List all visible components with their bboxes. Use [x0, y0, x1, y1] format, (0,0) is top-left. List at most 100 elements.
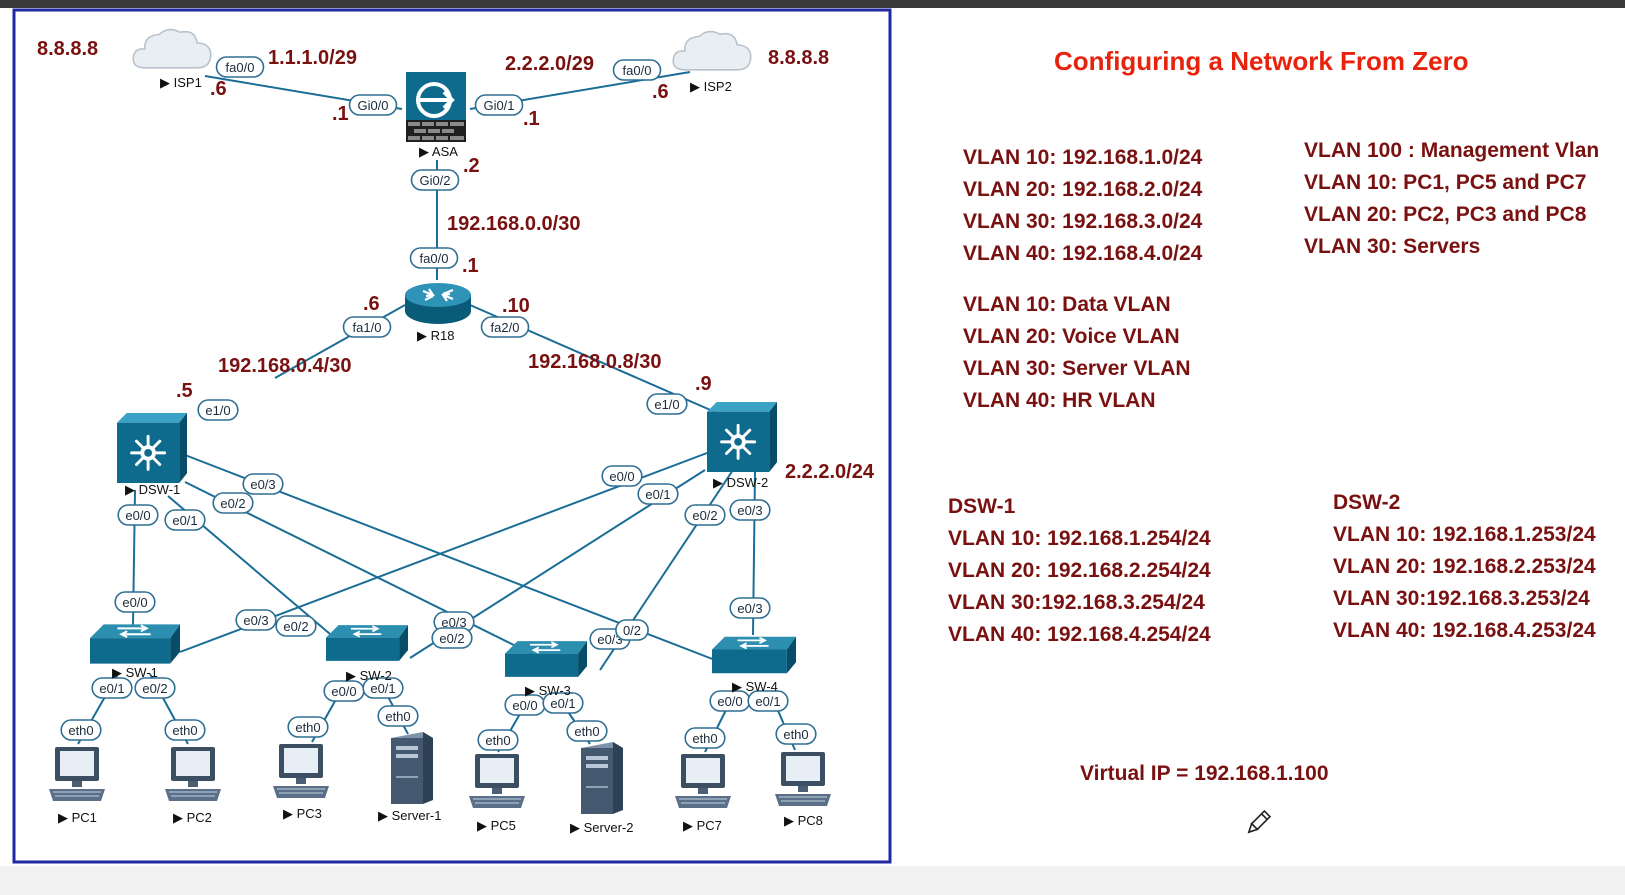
- server2-name: ▶ Server-2: [570, 820, 633, 835]
- vlan-assignment-line: VLAN 100 : Management Vlan: [1304, 139, 1600, 162]
- svg-text:e0/1: e0/1: [370, 681, 395, 696]
- pc1-name: ▶ PC1: [58, 810, 97, 825]
- asa-gi00-host-label: .1: [332, 103, 349, 125]
- vlan-assignment-line: VLAN 10: PC1, PC5 and PC7: [1304, 171, 1587, 194]
- pc5-icon[interactable]: [468, 753, 526, 809]
- port-label-asa-gi02: Gi0/2: [410, 169, 460, 191]
- r18-dsw2-subnet: 192.168.0.8/30: [528, 351, 661, 373]
- port-label-sw4-e02: 0/2: [615, 619, 649, 641]
- pc2-icon[interactable]: [164, 746, 222, 802]
- svg-text:e1/0: e1/0: [654, 397, 679, 412]
- svg-text:eth0: eth0: [385, 709, 410, 724]
- asa-r18-subnet: 192.168.0.0/30: [447, 213, 580, 235]
- port-label-dsw1-e01: e0/1: [164, 509, 206, 531]
- svg-text:e0/2: e0/2: [142, 681, 167, 696]
- port-label-sw1-e02: e0/2: [134, 677, 176, 699]
- sw2-switch-icon[interactable]: [326, 624, 408, 662]
- port-label-dsw1-e00: e0/0: [117, 504, 159, 526]
- port-label-r18-fa10: fa1/0: [342, 316, 392, 338]
- port-label-sw3-e02: e0/2: [431, 627, 473, 649]
- sw1-switch-icon[interactable]: [90, 623, 180, 665]
- pc2-name: ▶ PC2: [173, 810, 212, 825]
- dsw1-name: ▶ DSW-1: [125, 482, 180, 497]
- sw3-name: ▶ SW-3: [525, 683, 571, 698]
- r18-router-icon[interactable]: [403, 281, 473, 325]
- port-label-dsw1-e02: e0/2: [212, 492, 254, 514]
- port-label-r18-fa20: fa2/0: [480, 316, 530, 338]
- svg-text:eth0: eth0: [485, 733, 510, 748]
- server2-icon[interactable]: [581, 742, 623, 814]
- port-label-sw4-e00: e0/0: [709, 690, 751, 712]
- svg-text:eth0: eth0: [172, 723, 197, 738]
- dsw2-external-subnet: 2.2.2.0/24: [785, 461, 875, 483]
- r18-fa20-host-label: .10: [502, 295, 530, 317]
- sw4-switch-icon[interactable]: [712, 635, 796, 675]
- port-label-sw1-e01: e0/1: [91, 677, 133, 699]
- isp2-name: ▶ ISP2: [690, 79, 732, 94]
- port-label-sw3-e00: e0/0: [504, 694, 546, 716]
- dsw1-svi-list: DSW-1 VLAN 10: 192.168.1.254/24 VLAN 20:…: [948, 491, 1211, 651]
- vlan-subnet-line: VLAN 20: 192.168.2.0/24: [963, 178, 1203, 201]
- dsw2-multilayer-switch-icon[interactable]: [707, 402, 777, 472]
- svg-text:e0/1: e0/1: [645, 487, 670, 502]
- bottom-bar: [0, 866, 1625, 895]
- isp1-host-label: .6: [210, 78, 227, 100]
- svg-text:e0/1: e0/1: [755, 694, 780, 709]
- r18-fa10-host-label: .6: [363, 293, 380, 315]
- sw2-name: ▶ SW-2: [346, 668, 392, 683]
- port-label-sw1-e03: e0/3: [235, 609, 277, 631]
- dsw1-heading: DSW-1: [948, 495, 1016, 518]
- pc3-icon[interactable]: [272, 743, 330, 799]
- r18-dsw1-subnet: 192.168.0.4/30: [218, 355, 351, 377]
- isp1-name: ▶ ISP1: [160, 75, 202, 90]
- svg-text:e0/3: e0/3: [597, 632, 622, 647]
- edit-cursor-icon: [1247, 809, 1272, 834]
- port-label-sw2-e00: e0/0: [323, 680, 365, 702]
- svg-text:eth0: eth0: [574, 724, 599, 739]
- dsw1-host-label: .5: [176, 380, 193, 402]
- vlan-assignment-list: VLAN 100 : Management Vlan VLAN 10: PC1,…: [1304, 135, 1599, 263]
- dsw2-svi-line: VLAN 20: 192.168.2.253/24: [1333, 555, 1596, 578]
- pc3-name: ▶ PC3: [283, 806, 322, 821]
- svg-text:fa0/0: fa0/0: [420, 251, 449, 266]
- pc8-icon[interactable]: [774, 751, 832, 807]
- svg-text:eth0: eth0: [692, 731, 717, 746]
- dsw1-multilayer-switch-icon[interactable]: [117, 413, 187, 483]
- port-label-pc5-eth: eth0: [477, 729, 519, 751]
- asa-firewall-icon[interactable]: [404, 70, 468, 144]
- dsw1-svi-line: VLAN 40: 192.168.4.254/24: [948, 623, 1211, 646]
- svg-text:fa1/0: fa1/0: [353, 320, 382, 335]
- port-label-dsw1-e10: e1/0: [197, 399, 239, 421]
- dsw1-svi-line: VLAN 20: 192.168.2.254/24: [948, 559, 1211, 582]
- isp1-cloud-icon[interactable]: [132, 28, 212, 69]
- sw3-switch-icon[interactable]: [505, 640, 587, 678]
- pc1-icon[interactable]: [48, 746, 106, 802]
- svg-text:eth0: eth0: [783, 727, 808, 742]
- vlan-name-line: VLAN 40: HR VLAN: [963, 389, 1156, 412]
- svg-text:fa2/0: fa2/0: [491, 320, 520, 335]
- sw1-name: ▶ SW-1: [112, 665, 158, 680]
- port-label-r18-fa00: fa0/0: [409, 247, 459, 269]
- server1-name: ▶ Server-1: [378, 808, 441, 823]
- isp2-dns-label: 8.8.8.8: [768, 47, 829, 69]
- svg-text:e0/1: e0/1: [172, 513, 197, 528]
- vlan-subnets-list: VLAN 10: 192.168.1.0/24 VLAN 20: 192.168…: [963, 142, 1202, 270]
- vlan-subnet-line: VLAN 40: 192.168.4.0/24: [963, 242, 1203, 265]
- port-label-pc1-eth: eth0: [60, 719, 102, 741]
- dsw2-svi-list: DSW-2 VLAN 10: 192.168.1.253/24 VLAN 20:…: [1333, 487, 1596, 647]
- svg-text:e0/0: e0/0: [512, 698, 537, 713]
- isp1-dns-label: 8.8.8.8: [37, 38, 98, 60]
- pc7-icon[interactable]: [674, 753, 732, 809]
- port-label-sw3-e01: e0/1: [542, 692, 584, 714]
- server1-icon[interactable]: [391, 732, 433, 804]
- svg-text:e1/0: e1/0: [205, 403, 230, 418]
- vlan-subnet-line: VLAN 30: 192.168.3.0/24: [963, 210, 1203, 233]
- isp2-cloud-icon[interactable]: [672, 30, 752, 71]
- port-label-dsw2-e00: e0/0: [601, 465, 643, 487]
- top-bar: [0, 0, 1625, 8]
- port-label-server1-eth: eth0: [377, 705, 419, 727]
- dsw2-heading: DSW-2: [1333, 491, 1401, 514]
- port-label-dsw2-e03: e0/3: [729, 499, 771, 521]
- port-label-asa-gi01: Gi0/1: [474, 94, 524, 116]
- port-label-sw1-e00: e0/0: [114, 591, 156, 613]
